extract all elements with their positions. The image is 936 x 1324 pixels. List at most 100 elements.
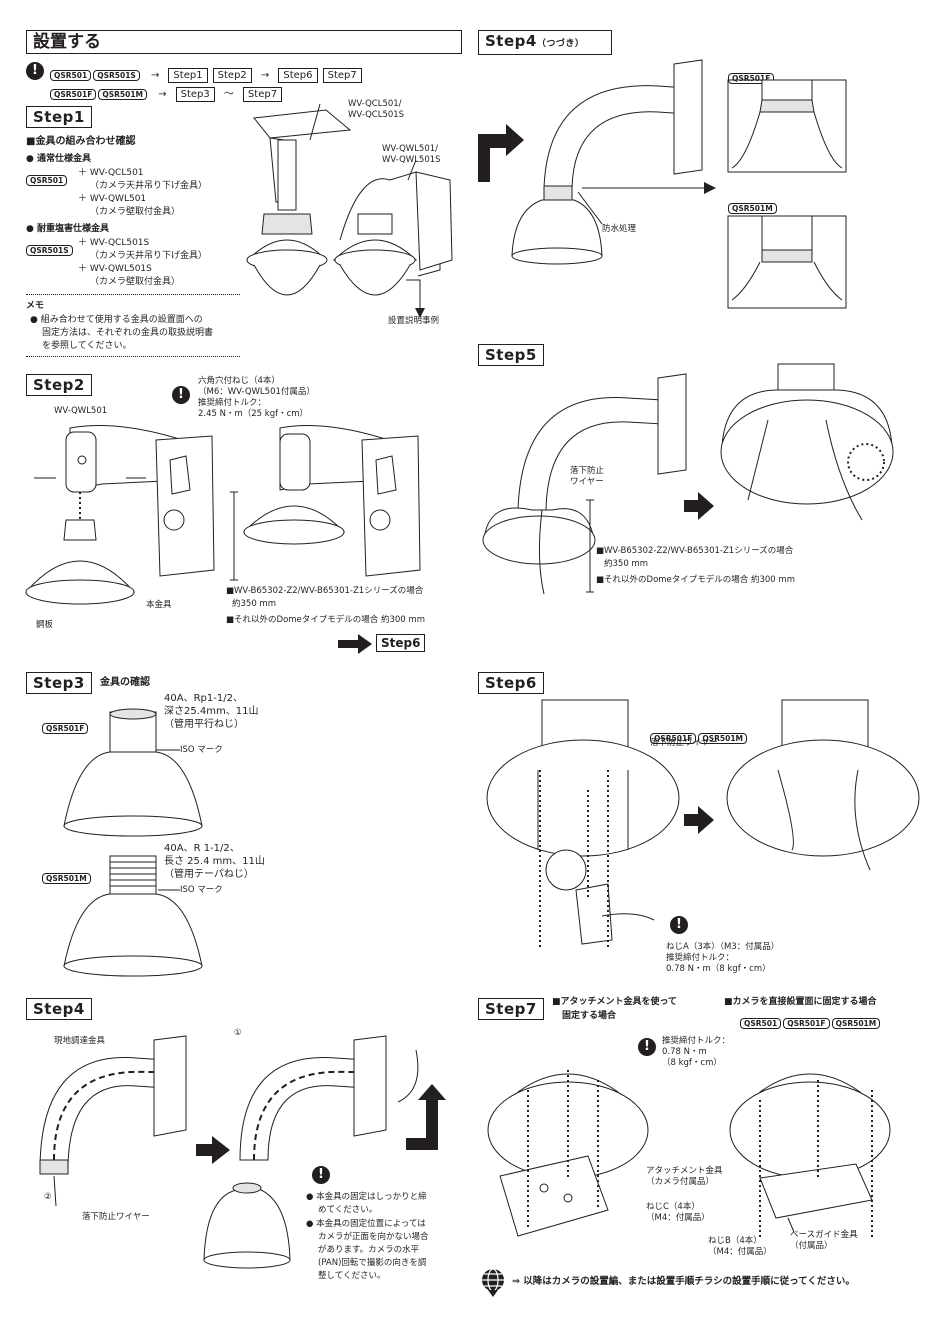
step5-illustration	[478, 360, 898, 600]
step3-f-iso: ISO マーク	[180, 745, 223, 755]
step2-dim1: ■WV-B65302-Z2/WV-B65301-Z1シリーズの場合	[226, 586, 424, 596]
example-caption: 設置説明事例	[388, 316, 440, 326]
label-qcl: WV-QCL501/	[348, 99, 402, 109]
memo-divider-bottom	[26, 356, 240, 357]
caution-icon: !	[638, 1038, 656, 1056]
step6-wire: 落下防止ワイヤー	[650, 738, 718, 748]
step3-f-spec: 深さ25.4mm、11山	[164, 706, 259, 717]
step4b-label-text: Step4	[485, 32, 537, 50]
step3-m-spec: （管用テーパねじ）	[164, 869, 254, 880]
step7-torque: （8 kgf・cm）	[662, 1058, 722, 1068]
step2-dim2: ■それ以外のDomeタイプモデルの場合 約300 mm	[226, 615, 425, 625]
step6-screw: 推奨締付トルク：	[666, 953, 735, 963]
flow-tilde: 〜	[223, 89, 234, 100]
memo-line: を参照してください。	[42, 341, 132, 351]
step4b-m-pill-wrap: QSR501M	[728, 196, 779, 215]
flow-arrow: →	[158, 89, 167, 100]
page-title: 設置する	[33, 32, 101, 52]
flow-step: Step3	[175, 87, 215, 102]
step4-caution: 整してください。	[318, 1271, 386, 1281]
step3-m-spec: 40A、R 1-1/2、	[164, 843, 240, 854]
step6-screw: ねじA（3本）（M3：付属品）	[666, 942, 780, 952]
model-pill: QSR501F	[650, 733, 697, 744]
step6-screw: 0.78 N・m（8 kgf・cm）	[666, 964, 771, 974]
model-pill: QSR501M	[98, 89, 148, 100]
memo-divider-top	[26, 294, 240, 295]
step4-caution: ● 本金具の固定はしっかりと締	[306, 1192, 427, 1202]
step2-dim1-val: 約350 mm	[232, 599, 276, 609]
step4-caution: めてください。	[318, 1205, 378, 1215]
step2-note: （M6：WV-QWL501付属品）	[198, 387, 315, 397]
step5-wire: ワイヤー	[570, 477, 604, 487]
step4-num-1: ①	[234, 1028, 242, 1038]
step3-title: 金具の確認	[100, 677, 150, 688]
model-pill: QSR501M	[42, 873, 91, 884]
step7-screwC: （M4：付属品）	[646, 1213, 710, 1223]
goto-arrow-icon	[338, 634, 372, 654]
step1-normal-line: （カメラ壁取付金具）	[90, 207, 181, 217]
step7-torque: 0.78 N・m	[662, 1047, 707, 1057]
step4-wire: 落下防止ワイヤー	[82, 1212, 150, 1222]
model-pill: QSR501F	[728, 73, 775, 84]
step2-kouban: 鋼板	[36, 620, 54, 630]
model-pill: QSR501F	[50, 89, 97, 100]
step7-h1: 固定する場合	[562, 1011, 617, 1021]
label-qwl: WV-QWL501/	[382, 144, 439, 154]
step4b-bousui: 防水処理	[602, 224, 637, 234]
step5-dim1: ■WV-B65302-Z2/WV-B65301-Z1シリーズの場合	[596, 546, 794, 556]
step3-m-spec: 長さ 25.4 mm、11山	[164, 856, 265, 867]
step3-m-pill-wrap: QSR501M	[42, 866, 93, 885]
step7-screwB: ねじB（4本）	[708, 1236, 762, 1246]
model-pill: QSR501M	[831, 1018, 881, 1029]
step1-salt-line: （カメラ壁取付金具）	[90, 277, 181, 287]
page-title-box: 設置する	[26, 30, 462, 54]
memo-line: 固定方法は、それぞれの金具の取扱説明書	[42, 328, 214, 338]
step1-normal-line: ＋ WV-QCL501	[78, 168, 144, 178]
step4b-label: Step4（つづき）	[478, 30, 612, 55]
flow-step: Step7	[322, 68, 362, 83]
flow-step: Step6	[278, 68, 318, 83]
memo-line: ● 組み合わせて使用する金具の設置面への	[30, 315, 203, 325]
step4-num-2: ②	[44, 1192, 52, 1202]
model-pill: QSR501	[50, 70, 92, 81]
model-pill: QSR501S	[93, 70, 140, 81]
model-pill: QSR501F	[783, 1018, 830, 1029]
step1-salt-pill-wrap: QSR501S	[26, 238, 75, 257]
step3-f-spec: 40A、Rp1-1/2、	[164, 693, 243, 704]
caution-icon: !	[312, 1166, 330, 1184]
flow-step: Step7	[242, 87, 283, 102]
caution-icon: !	[172, 386, 190, 404]
step7-attach: アタッチメント金具	[646, 1166, 723, 1176]
step7-baseguide: （付属品）	[790, 1241, 833, 1251]
model-pill: QSR501M	[698, 733, 748, 744]
step1-salt-line: （カメラ天井吊り下げ金具）	[90, 251, 208, 261]
step1-label: Step1	[26, 106, 92, 128]
step1-normal-heading: ● 通常仕様金具	[26, 154, 91, 164]
step4b-sub: （つづき）	[536, 39, 585, 49]
step6-illustration	[478, 700, 908, 970]
model-pill: QSR501M	[728, 203, 777, 214]
step7-screwC: ねじC（4本）	[646, 1202, 700, 1212]
step2-honkanagu: 本金具	[146, 600, 172, 610]
model-pill: QSR501	[26, 175, 68, 186]
step6-label: Step6	[478, 672, 544, 694]
step1-salt-heading: ● 耐重塩害仕様金具	[26, 224, 109, 234]
flow-step: Step2	[212, 68, 252, 83]
step3-illustration	[60, 706, 270, 976]
step2-label: Step2	[26, 374, 92, 396]
step1-normal-line: ＋ WV-QWL501	[78, 194, 147, 204]
flow-arrow: →	[150, 70, 160, 81]
caution-icon: !	[26, 62, 44, 80]
step2-model: WV-QWL501	[54, 406, 108, 416]
step4b-f-pill-wrap: QSR501F	[728, 66, 776, 85]
step4-label: Step4	[26, 998, 92, 1020]
step2-note: 六角穴付ねじ（4本）	[198, 376, 280, 386]
flow-step: Step1	[168, 68, 208, 83]
step1-salt-line: ＋ WV-QWL501S	[78, 264, 152, 274]
step4-caution: カメラが正面を向かない場合	[318, 1232, 429, 1242]
step4b-illustration	[478, 60, 850, 310]
step1-heading: ■金具の組み合わせ確認	[26, 136, 136, 147]
step1-normal-line: （カメラ天井吊り下げ金具）	[90, 181, 208, 191]
